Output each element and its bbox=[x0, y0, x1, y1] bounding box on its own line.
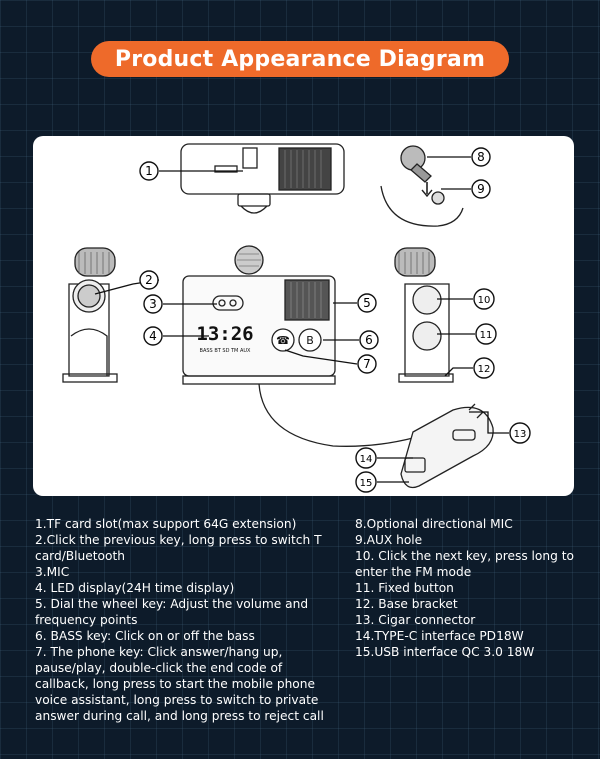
legend-item-4: 4. LED display(24H time display) bbox=[35, 581, 235, 595]
svg-text:15: 15 bbox=[360, 478, 373, 489]
svg-text:3: 3 bbox=[149, 297, 157, 311]
callout-15: 15 bbox=[355, 471, 377, 493]
phone-button bbox=[271, 328, 295, 352]
legend-item-13: 13. Cigar connector bbox=[355, 613, 476, 627]
legend-item-6: 6. BASS key: Click on or off the bass bbox=[35, 629, 255, 643]
callout-9: 9 bbox=[471, 179, 491, 199]
cigar-plug bbox=[400, 403, 494, 489]
callout-13: 13 bbox=[509, 422, 531, 444]
mic-accessory bbox=[380, 145, 464, 227]
callout-4: 4 bbox=[143, 326, 163, 346]
led-display-time: 13:26 bbox=[196, 323, 253, 345]
callout-1: 1 bbox=[139, 161, 159, 181]
callout-5: 5 bbox=[357, 293, 377, 313]
top-view-device bbox=[180, 143, 345, 214]
svg-text:7: 7 bbox=[363, 357, 371, 371]
bass-icon: B bbox=[306, 334, 314, 347]
callout-11: 11 bbox=[475, 323, 497, 345]
legend-item-2: 2.Click the previous key, long press to … bbox=[35, 533, 322, 563]
legend-item-14: 14.TYPE-C interface PD18W bbox=[355, 629, 524, 643]
svg-text:10: 10 bbox=[478, 295, 491, 306]
svg-text:6: 6 bbox=[365, 333, 373, 347]
legend-item-11: 11. Fixed button bbox=[355, 581, 454, 595]
product-diagram: 13:26 BASS BT SD TM AUX ☎ B 1 bbox=[33, 136, 574, 496]
phone-icon: ☎ bbox=[276, 334, 290, 347]
svg-text:2: 2 bbox=[145, 273, 153, 287]
legend-item-8: 8.Optional directional MIC bbox=[355, 517, 513, 531]
callout-10: 10 bbox=[473, 288, 495, 310]
svg-text:13: 13 bbox=[514, 429, 527, 440]
callout-3: 3 bbox=[143, 294, 163, 314]
led-display-indicators: BASS BT SD TM AUX bbox=[200, 348, 252, 354]
legend-item-1: 1.TF card slot(max support 64G extension… bbox=[35, 517, 297, 531]
callout-markers: 1 2 3 4 5 6 7 8 9 10 11 12 13 14 15 bbox=[139, 147, 531, 493]
svg-text:12: 12 bbox=[478, 364, 491, 375]
legend-item-5: 5. Dial the wheel key: Adjust the volume… bbox=[35, 597, 309, 627]
callout-8: 8 bbox=[471, 147, 491, 167]
svg-text:4: 4 bbox=[149, 329, 157, 343]
page-title: Product Appearance Diagram bbox=[91, 41, 509, 77]
legend-item-9: 9.AUX hole bbox=[355, 533, 423, 547]
svg-text:8: 8 bbox=[477, 150, 485, 164]
svg-text:1: 1 bbox=[145, 164, 153, 178]
legend-item-3: 3.MIC bbox=[35, 565, 70, 579]
right-bracket bbox=[394, 247, 454, 383]
svg-text:9: 9 bbox=[477, 182, 485, 196]
front-main-device bbox=[182, 245, 414, 447]
legend-item-15: 15.USB interface QC 3.0 18W bbox=[355, 645, 535, 659]
bass-button bbox=[298, 328, 322, 352]
leader-lines bbox=[94, 156, 509, 483]
callout-7: 7 bbox=[357, 354, 377, 374]
legend-item-12: 12. Base bracket bbox=[355, 597, 458, 611]
callout-6: 6 bbox=[359, 330, 379, 350]
svg-text:5: 5 bbox=[363, 296, 371, 310]
callout-14: 14 bbox=[355, 447, 377, 469]
legend-right-column: 8.Optional directional MIC 9.AUX hole 10… bbox=[355, 516, 595, 660]
callout-12: 12 bbox=[473, 357, 495, 379]
svg-text:11: 11 bbox=[480, 330, 493, 341]
diagram-illustration: 13:26 BASS BT SD TM AUX ☎ B 1 bbox=[62, 143, 531, 493]
legend-item-7: 7. The phone key: Click answer/hang up, … bbox=[35, 645, 324, 723]
legend-left-column: 1.TF card slot(max support 64G extension… bbox=[35, 516, 335, 724]
left-bracket bbox=[62, 247, 118, 383]
svg-text:14: 14 bbox=[360, 454, 373, 465]
callout-2: 2 bbox=[139, 270, 159, 290]
legend-item-10: 10. Click the next key, press long to en… bbox=[355, 549, 574, 579]
